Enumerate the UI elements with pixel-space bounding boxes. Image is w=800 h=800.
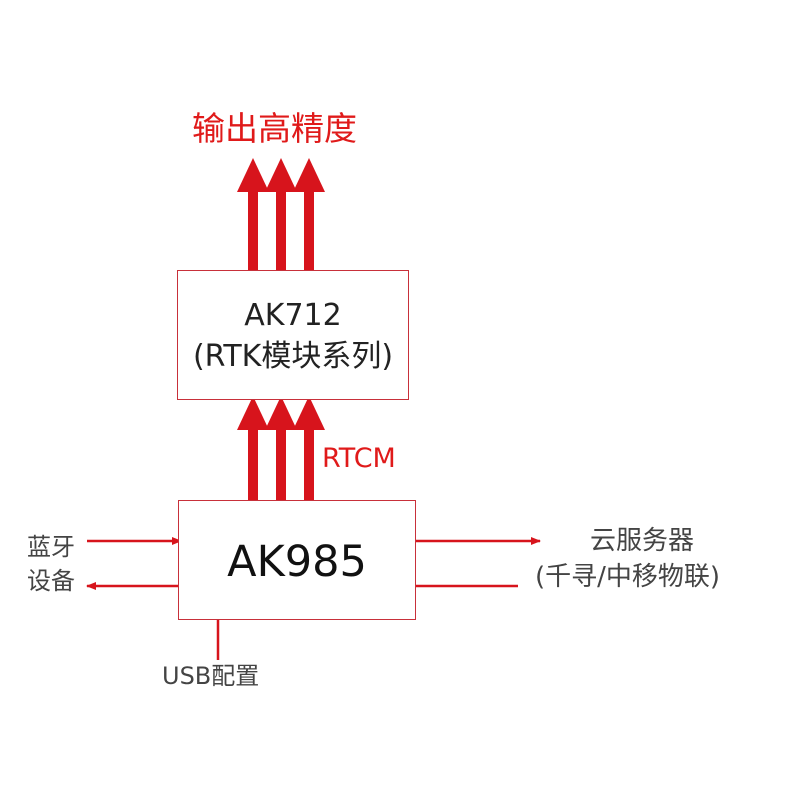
output-arrow-2-head xyxy=(265,158,297,192)
output-arrows xyxy=(237,158,325,286)
output-arrow-3-head xyxy=(293,158,325,192)
ak712-subtitle: (RTK模块系列) xyxy=(192,339,394,374)
cloud-provider-label: (千寻/中移物联) xyxy=(535,562,721,592)
rtcm-arrows xyxy=(237,396,325,518)
output-arrow-2-shaft xyxy=(276,190,286,286)
output-arrow-1-head xyxy=(237,158,269,192)
usb-config-label: USB配置 xyxy=(162,662,260,690)
bluetooth-label-line1: 蓝牙 xyxy=(27,533,75,561)
rtcm-arrow-2-shaft xyxy=(276,428,286,518)
rtcm-arrow-1-shaft xyxy=(248,428,258,518)
cloud-server-label: 云服务器 xyxy=(590,526,695,556)
rtcm-arrow-3-head xyxy=(293,396,325,430)
bluetooth-label-line2: 设备 xyxy=(27,567,75,595)
rtcm-arrow-2-head xyxy=(265,396,297,430)
rtcm-label: RTCM xyxy=(322,443,396,474)
output-arrow-1-shaft xyxy=(248,190,258,286)
ak712-module-box: AK712 (RTK模块系列) xyxy=(177,270,409,400)
ak712-title: AK712 xyxy=(244,298,342,333)
rtcm-arrow-1-head xyxy=(237,396,269,430)
ak985-title: AK985 xyxy=(227,537,367,587)
ak985-device-box: AK985 xyxy=(178,500,416,620)
output-precision-label: 输出高精度 xyxy=(192,109,357,148)
output-arrow-3-shaft xyxy=(304,190,314,286)
rtcm-arrow-3-shaft xyxy=(304,428,314,518)
